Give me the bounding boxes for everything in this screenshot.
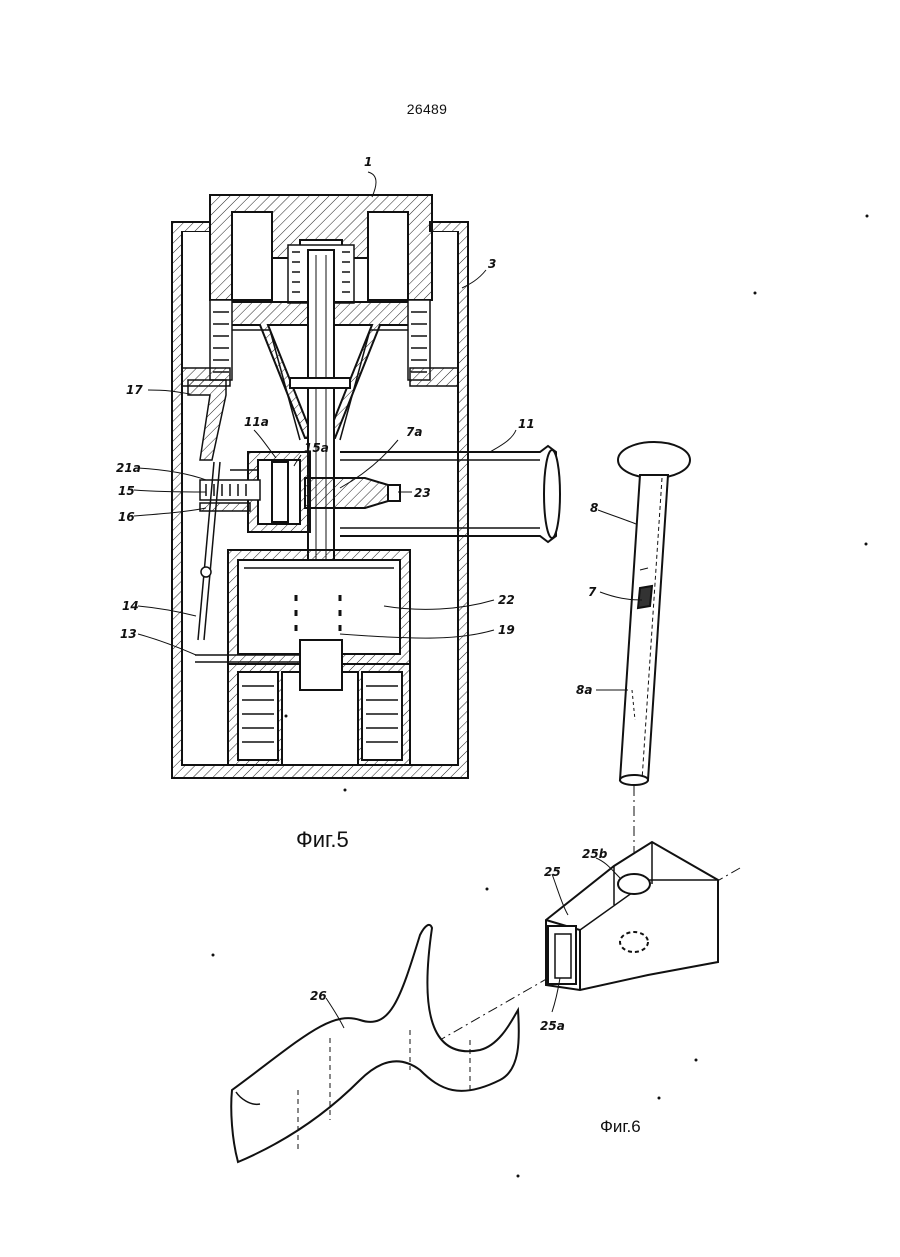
label-22: 22 <box>498 593 515 607</box>
label-7: 7 <box>588 585 597 599</box>
label-25b: 25b <box>582 847 608 861</box>
figure-6-caption: Фиг.6 <box>600 1117 641 1137</box>
label-15: 15 <box>118 484 135 498</box>
label-14: 14 <box>122 599 139 613</box>
label-19: 19 <box>498 623 515 637</box>
label-26: 26 <box>310 989 327 1003</box>
bracket-25 <box>546 842 718 990</box>
label-25: 25 <box>544 865 561 879</box>
label-15a: 15a <box>304 441 329 455</box>
label-21a: 21a <box>116 461 141 475</box>
label-16: 16 <box>118 510 135 524</box>
label-7a: 7a <box>406 425 422 439</box>
label-8a: 8a <box>576 683 592 697</box>
spring-strip-26 <box>231 925 519 1162</box>
label-8: 8 <box>590 501 598 515</box>
label-25a: 25a <box>540 1019 565 1033</box>
rod-8 <box>618 442 690 785</box>
label-23: 23 <box>414 486 431 500</box>
label-11a: 11a <box>244 415 269 429</box>
figure-5-caption: Фиг.5 <box>296 827 349 853</box>
label-17: 17 <box>126 383 143 397</box>
label-1: 1 <box>364 155 372 169</box>
label-11: 11 <box>518 417 535 431</box>
label-3: 3 <box>488 257 496 271</box>
label-13: 13 <box>120 627 137 641</box>
